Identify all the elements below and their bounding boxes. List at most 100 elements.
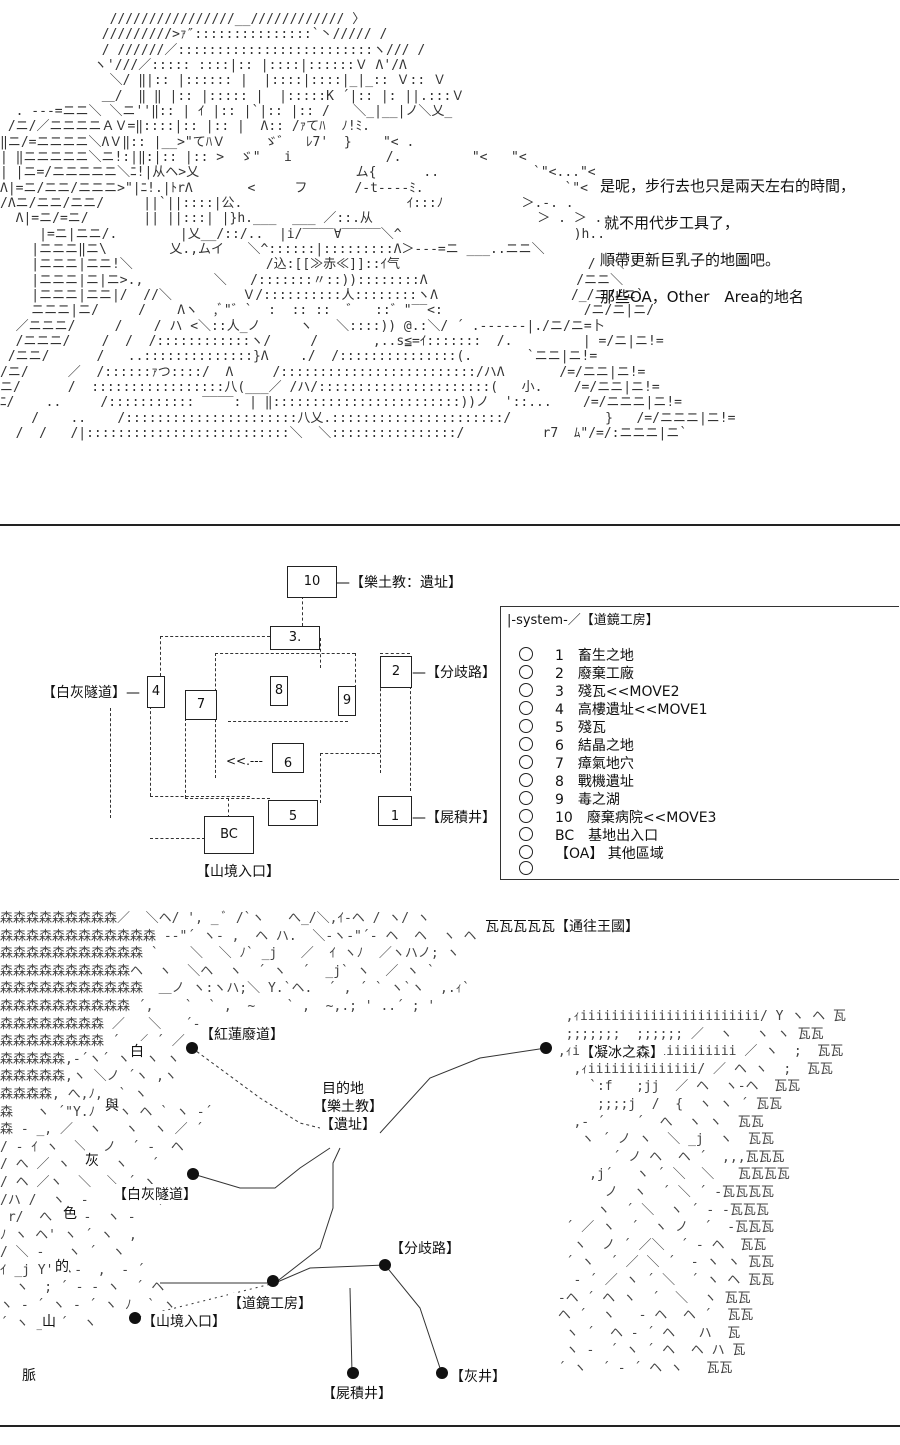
connector — [355, 653, 356, 688]
system-item-label: 1 畜生之地 — [555, 648, 634, 664]
circle-icon — [519, 719, 533, 733]
node-2-caption: —【分歧路】 — [412, 665, 496, 681]
speech-line-1: 是呢，步行去也只是兩天左右的時間， — [600, 177, 856, 195]
system-item[interactable]: 10 廢棄病院<<MOVE3 — [519, 807, 716, 827]
scene-panel-diagram: 10 —【樂土教：遺址】 3. 2 —【分歧路】 4 【白灰隧道】— 7 8 9… — [0, 528, 900, 888]
system-item-label: 9 毒之湖 — [555, 792, 620, 808]
arrow-to-6: <<.--- — [226, 754, 263, 768]
node-3[interactable]: 3. — [270, 626, 320, 650]
connector — [110, 708, 111, 818]
system-item[interactable]: 4 高樓遺址<<MOVE1 — [519, 699, 708, 719]
label-red-lotus: 【紅蓮廢道】 — [200, 1024, 284, 1044]
node-1[interactable]: 1 — [378, 796, 412, 826]
map-paths — [134, 1047, 547, 1374]
system-item-label: 6 結晶之地 — [555, 738, 634, 754]
node-9[interactable]: 9 — [338, 686, 356, 716]
ascii-map-terrain-left: 森森森森森森森森森／ ＼ヘ/ ', _ ﾞ /`ヽ へ_/＼,ｲ‐ヘ / ヽ/ … — [0, 911, 477, 1331]
node-bc-caption: 【山境入口】 — [196, 864, 280, 880]
scene-panel-character: ////////////////__//////////// 〉 ///////… — [0, 0, 900, 525]
connector — [228, 798, 229, 818]
circle-icon — [519, 827, 533, 841]
speech-text: 是呢，步行去也只是兩天左右的時間， 就不用代步工具了， 順帶更新巨乳子的地圖吧。… — [600, 172, 855, 320]
map-char-mountain: 山 — [42, 1311, 56, 1331]
connector — [320, 753, 321, 803]
location-corpse-well-dot[interactable] — [347, 1367, 359, 1379]
divider-2 — [0, 1425, 900, 1427]
system-item[interactable]: BC 基地出入口 — [519, 825, 658, 845]
system-item[interactable]: 7 瘴氣地穴 — [519, 753, 634, 773]
location-ash-well-dot[interactable] — [436, 1367, 448, 1379]
location-mountain-entrance-dot[interactable] — [129, 1312, 141, 1324]
circle-icon — [519, 647, 533, 661]
connector — [380, 678, 381, 773]
location-white-ash-dot[interactable] — [187, 1168, 199, 1180]
scene-panel-map: 森森森森森森森森森／ ＼ヘ/ ', _ ﾞ /`ヽ へ_/＼,ｲ‐ヘ / ヽ/ … — [0, 888, 900, 1433]
connector — [320, 638, 321, 668]
node-8-label: 8 — [274, 683, 284, 698]
circle-icon — [519, 773, 533, 787]
connector — [215, 653, 355, 654]
system-item-label: 3 殘瓦<<MOVE2 — [555, 684, 680, 700]
location-fork-road-dot[interactable] — [379, 1259, 391, 1271]
ascii-art-character: ////////////////__//////////// 〉 ///////… — [0, 12, 736, 441]
map-char-color: 色 — [63, 1203, 77, 1223]
node-5[interactable]: 5 — [268, 800, 318, 826]
label-fork-road: 【分歧路】 — [390, 1238, 460, 1258]
node-8[interactable]: 8 — [270, 676, 288, 706]
divider-1 — [0, 524, 900, 526]
map-char-ash: 灰 — [85, 1150, 99, 1170]
circle-icon — [519, 683, 533, 697]
destination-line-2: 【樂土教】 — [313, 1096, 383, 1116]
location-red-lotus-dot[interactable] — [186, 1042, 198, 1054]
node-9-label: 9 — [342, 693, 352, 708]
speech-line-4: 那些OA，Other Area的地名 — [600, 288, 804, 306]
system-item-label: BC 基地出入口 — [555, 828, 659, 844]
system-item[interactable]: 5 殘瓦 — [519, 717, 606, 737]
node-bc[interactable]: BC — [204, 816, 254, 854]
system-item[interactable]: 1 畜生之地 — [519, 645, 634, 665]
system-item-label: 7 瘴氣地穴 — [555, 756, 634, 772]
system-item[interactable]: 【OA】 其他區域 — [519, 843, 664, 863]
circle-icon — [519, 861, 533, 875]
node-10[interactable]: 10 — [287, 566, 337, 598]
system-item-label: 5 殘瓦 — [555, 720, 606, 736]
location-workshop-dot[interactable] — [267, 1275, 279, 1287]
system-item-label: 10 廢棄病院<<MOVE3 — [555, 810, 717, 826]
location-ice-forest-dot[interactable] — [540, 1042, 552, 1054]
system-item[interactable]: 2 廢棄工廠 — [519, 663, 634, 683]
system-item[interactable]: 9 毒之湖 — [519, 789, 620, 809]
label-workshop: 【道鏡工房】 — [228, 1293, 312, 1313]
system-item[interactable]: 6 結晶之地 — [519, 735, 634, 755]
speech-line-3: 順帶更新巨乳子的地圖吧。 — [600, 251, 781, 269]
node-7[interactable]: 7 — [185, 690, 217, 720]
node-10-caption: —【樂土教：遺址】 — [336, 575, 462, 591]
node-bc-label: BC — [220, 827, 238, 842]
connector — [410, 686, 411, 791]
system-item[interactable]: 8 戰機遺址 — [519, 771, 634, 791]
circle-icon — [519, 737, 533, 751]
node-4-caption: 【白灰隧道】— — [42, 685, 140, 701]
connector — [160, 636, 161, 676]
circle-icon — [519, 701, 533, 715]
system-header: |-system-／【道鏡工房】 — [507, 613, 659, 628]
node-6[interactable]: 6 — [272, 743, 304, 773]
map-char-and: 與 — [105, 1095, 119, 1115]
connector — [228, 721, 348, 722]
connector — [150, 796, 250, 797]
ascii-map-terrain-right: ,ｨiiiiiiiiiiiiiiiiiiiiiii/ Y ヽ ヘ 瓦 ;;;;;… — [557, 1009, 846, 1376]
circle-icon — [519, 809, 533, 823]
label-corpse-well: 【屍積井】 — [322, 1383, 392, 1403]
node-4-label: 4 — [151, 684, 161, 699]
connector — [380, 653, 410, 654]
connector — [150, 838, 205, 839]
system-item-label: 【OA】 其他區域 — [555, 846, 664, 862]
node-7-label: 7 — [196, 697, 206, 712]
node-4[interactable]: 4 — [147, 676, 165, 708]
circle-icon — [519, 791, 533, 805]
node-2[interactable]: 2 — [380, 656, 412, 688]
system-item — [519, 861, 555, 878]
system-item-label: 4 高樓遺址<<MOVE1 — [555, 702, 708, 718]
connector — [185, 798, 270, 799]
system-item[interactable]: 3 殘瓦<<MOVE2 — [519, 681, 680, 701]
connector — [160, 636, 270, 637]
